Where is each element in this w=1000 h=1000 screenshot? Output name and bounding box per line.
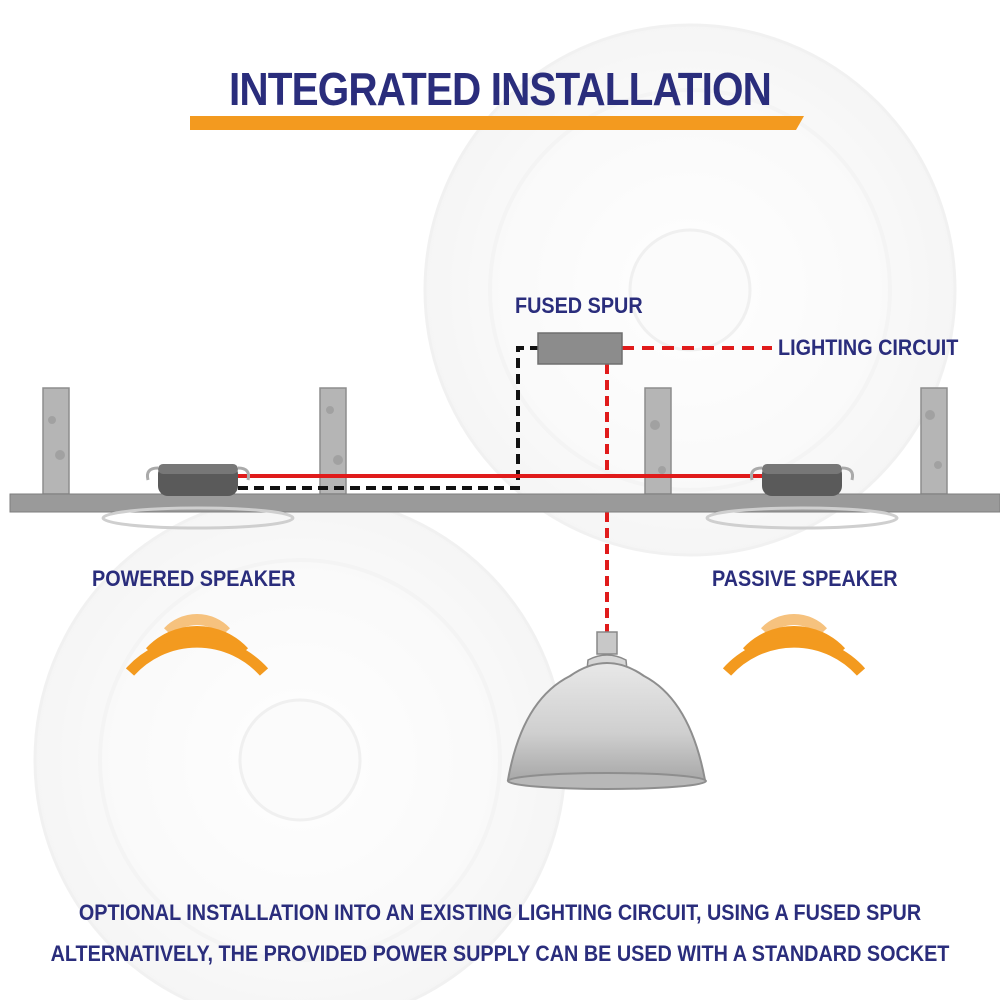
background-speaker-bottom <box>33 493 567 1000</box>
powered-speaker <box>101 464 295 530</box>
joist <box>644 387 672 495</box>
passive-speaker <box>705 464 899 530</box>
background-speaker-top <box>423 23 957 557</box>
ceiling-board <box>9 493 1000 513</box>
page-title: INTEGRATED INSTALLATION <box>229 63 772 115</box>
lighting-circuit-label: LIGHTING CIRCUIT <box>778 335 959 360</box>
title-underline <box>190 116 804 130</box>
sound-waves-icon <box>722 614 866 676</box>
fused-spur-label: FUSED SPUR <box>515 293 643 318</box>
fused-spur-box <box>537 332 623 365</box>
pendant-lamp-icon <box>506 631 707 790</box>
joist <box>319 387 347 495</box>
caption-line-2: ALTERNATIVELY, THE PROVIDED POWER SUPPLY… <box>50 941 950 966</box>
joist <box>920 387 948 495</box>
caption-line-1: OPTIONAL INSTALLATION INTO AN EXISTING L… <box>78 900 922 925</box>
joist <box>42 387 70 495</box>
wiring <box>238 346 772 632</box>
sound-waves-icon <box>125 614 269 676</box>
powered-speaker-label: POWERED SPEAKER <box>92 566 296 591</box>
passive-speaker-label: PASSIVE SPEAKER <box>712 566 898 591</box>
